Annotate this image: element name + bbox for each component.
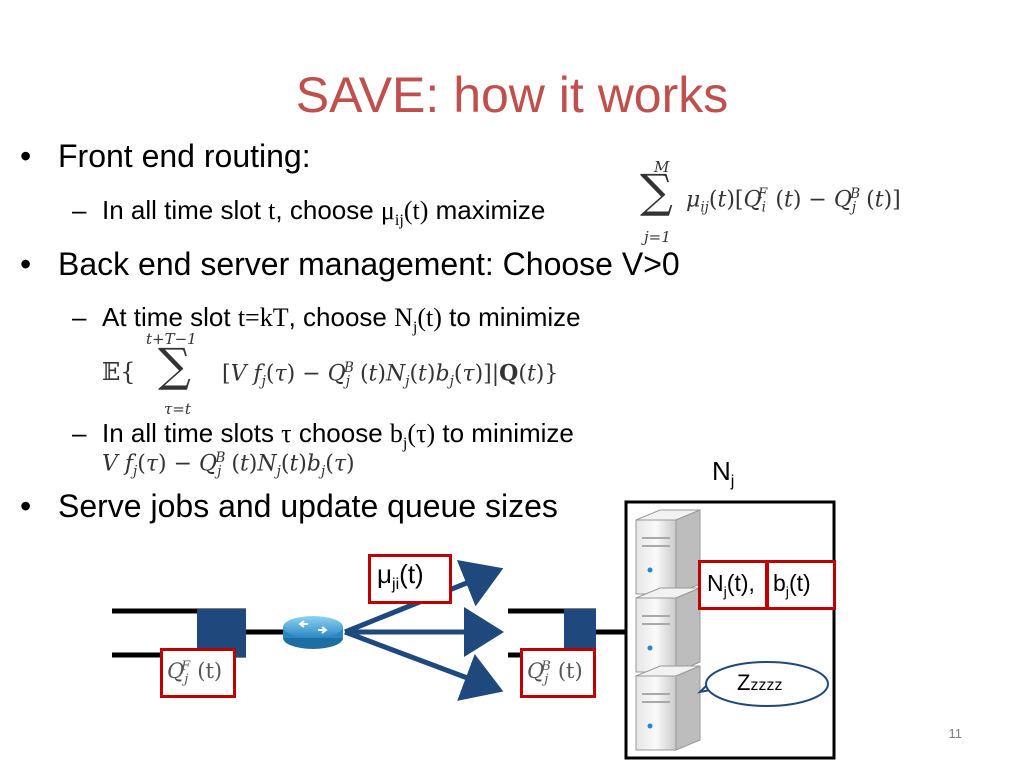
label-sub: j <box>730 472 735 491</box>
label-base: N <box>707 570 724 596</box>
active-servers-label-box: Nj(t), <box>698 560 768 610</box>
back-queue-label: QjB (t) <box>527 659 583 687</box>
sub-text: , choose <box>288 302 395 332</box>
routing-rate-label: μji(t) <box>377 559 424 594</box>
sum-upper-limit: M <box>654 158 670 176</box>
var-base: b <box>389 419 403 448</box>
bullet-text: Front end routing: <box>58 138 311 174</box>
var-sub: j <box>412 319 418 337</box>
server-group-frame <box>624 500 836 760</box>
sum-lower-limit: τ=t <box>164 400 191 418</box>
sub-bullet-routing: – In all time slot t, choose μij(t) maxi… <box>72 195 546 230</box>
var-t: t <box>268 196 276 225</box>
label-tail: (t) <box>197 659 223 683</box>
var-sub: j <box>402 435 408 453</box>
bullet-text: Serve jobs and update queue sizes <box>58 488 558 524</box>
slide-title: SAVE: how it works <box>295 67 729 123</box>
bullet-dot: • <box>20 246 32 282</box>
sigma-symbol: ∑ <box>640 164 673 218</box>
label-sub: j <box>785 584 789 601</box>
label-base: b <box>773 570 786 596</box>
bullet-text: Back end server management: Choose V>0 <box>58 246 680 282</box>
expectation-formula-body: [V fj(τ) − QjB(t)Nj(t)bj(τ)]|Q(t)} <box>222 360 559 390</box>
var-arg: (t) <box>417 303 442 332</box>
label-sub: ji <box>391 575 400 594</box>
label-base: Q <box>167 659 185 683</box>
sum-lower-limit: j=1 <box>644 228 671 246</box>
bullet-serve-jobs: • Serve jobs and update queue sizes <box>20 488 558 525</box>
routing-formula: M ∑ j=1 μij(t)[QiF(t) − QjB(t)] <box>640 158 960 250</box>
sleep-label-big: Z <box>737 670 751 695</box>
label-sup: B <box>541 659 551 674</box>
var-sub: ij <box>394 212 404 230</box>
sub-bullet-server-count: – At time slot t=kT, choose Nj(t) to min… <box>72 302 581 337</box>
slide-number: 11 <box>948 726 963 741</box>
label-base: Q <box>527 659 545 683</box>
label-base: μ <box>377 559 392 589</box>
sub-text: to minimize <box>435 418 574 448</box>
label-sub: j <box>544 672 549 688</box>
label-tail: (t) <box>557 659 583 683</box>
sub-text: , choose <box>275 195 381 225</box>
expectation-symbol: 𝔼{ <box>102 358 136 386</box>
server-icon <box>635 509 701 595</box>
dash: – <box>72 195 87 225</box>
sleep-label-small: zzzz <box>750 677 783 694</box>
var-nj: Nj(t) <box>394 303 442 336</box>
dash: – <box>72 302 87 332</box>
var-tau: τ <box>281 419 292 448</box>
service-rate-label-box: bj(t) <box>766 560 836 610</box>
sub-text: At time slot <box>102 302 238 332</box>
var-bj: bj(τ) <box>389 419 436 452</box>
label-sub: j <box>184 672 189 688</box>
label-base: N <box>712 456 731 486</box>
server-icon <box>635 665 701 751</box>
sub-text: choose <box>291 418 390 448</box>
label-sup: F <box>181 659 191 674</box>
bullet-back-end: • Back end server management: Choose V>0 <box>20 246 680 283</box>
label-tail: (t), <box>726 570 755 596</box>
sub-bullet-active-servers: – In all time slots τ choose bj(τ) to mi… <box>72 418 574 453</box>
sigma-symbol: ∑ <box>158 338 191 392</box>
var-base: μ <box>380 196 395 225</box>
router-icon <box>283 616 343 649</box>
var-base: N <box>394 303 413 332</box>
bullet-front-end-routing: • Front end routing: <box>20 138 311 175</box>
front-queue-label-box: QjF (t) <box>160 648 236 698</box>
server-group-label: Nj <box>712 456 734 491</box>
label-tail: (t) <box>788 570 811 596</box>
bullet-dot: • <box>20 488 32 524</box>
var-arg: (t) <box>403 196 429 225</box>
front-queue-label: QjF (t) <box>167 659 222 687</box>
server-icon <box>635 587 701 673</box>
var-mu-ij: μij(t) <box>380 196 429 229</box>
routing-formula-body: μij(t)[QiF(t) − QjB(t)] <box>686 186 901 216</box>
sub-text: to minimize <box>441 302 581 332</box>
bullet-dot: • <box>20 138 32 174</box>
var-arg: (τ) <box>407 419 436 448</box>
expectation-formula: 𝔼{ t+T−1 ∑ τ=t [V fj(τ) − QjB(t)Nj(t)bj(… <box>102 330 662 420</box>
sub-text: In all time slots <box>102 418 282 448</box>
dash: – <box>72 418 87 448</box>
sleep-label: Zzzzz <box>737 670 782 696</box>
sub-text: In all time slot <box>102 195 269 225</box>
service-rate-label: bj(t) <box>773 570 811 601</box>
sleep-speech-bubble <box>697 661 829 707</box>
label-tail: (t) <box>399 559 424 589</box>
back-queue-label-box: QjB (t) <box>520 648 596 698</box>
sum-upper-limit: t+T−1 <box>146 330 197 348</box>
label-sub: j <box>723 584 727 601</box>
active-servers-label: Nj(t), <box>707 570 755 601</box>
var-t-kt: t=kT <box>237 303 289 332</box>
sub-text: maximize <box>428 195 546 225</box>
per-slot-formula: V fj(τ) − QjB(t)Nj(t)bj(τ) <box>102 450 355 480</box>
routing-rate-label-box: μji(t) <box>368 554 452 604</box>
